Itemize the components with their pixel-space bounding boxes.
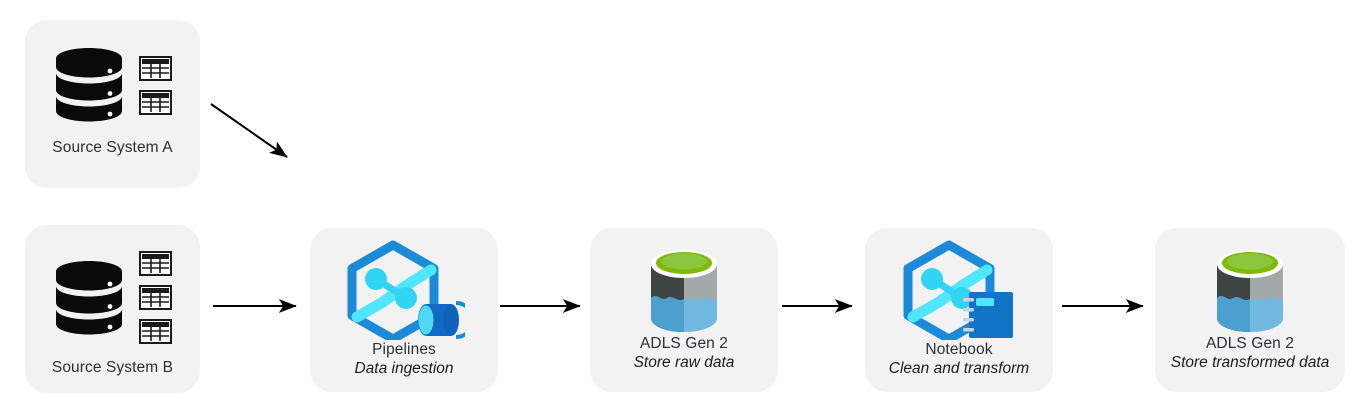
node-adls-gen2-transformed[interactable]: ADLS Gen 2 Store transformed data	[1155, 228, 1345, 392]
database-cylinder-icon	[56, 48, 122, 122]
node-pipelines[interactable]: Pipelines Data ingestion	[310, 228, 498, 392]
node-subtitle: Clean and transform	[888, 360, 1030, 378]
node-label-group: Source System A	[25, 138, 200, 157]
database-tables-icon	[53, 46, 172, 124]
node-label-group: ADLS Gen 2 Store transformed data	[1155, 334, 1345, 373]
node-title: Source System A	[52, 139, 173, 156]
node-title: Pipelines	[372, 341, 436, 358]
node-title: Source System B	[51, 359, 174, 376]
connector-source-a-to-pipelines	[210, 103, 288, 158]
data-lake-storage-icon	[645, 248, 723, 334]
table-icon	[139, 89, 172, 115]
node-title: ADLS Gen 2	[639, 335, 729, 352]
node-source-system-b[interactable]: Source System B	[25, 225, 200, 393]
node-label-group: ADLS Gen 2 Store raw data	[590, 334, 778, 373]
node-title: Notebook	[925, 341, 993, 358]
synapse-pipeline-icon	[343, 240, 465, 340]
node-subtitle: Store transformed data	[1170, 354, 1330, 372]
table-icons-group	[139, 55, 172, 115]
table-icon	[139, 251, 172, 276]
table-icon	[139, 55, 172, 81]
node-title: ADLS Gen 2	[1205, 335, 1295, 352]
node-source-system-a[interactable]: Source System A	[25, 20, 200, 188]
data-lake-storage-icon	[1211, 248, 1289, 334]
table-icon	[139, 285, 172, 310]
node-label-group: Notebook Clean and transform	[865, 340, 1053, 379]
database-cylinder-icon	[56, 260, 122, 334]
synapse-notebook-icon	[899, 240, 1019, 340]
node-subtitle: Data ingestion	[354, 360, 454, 378]
node-label-group: Source System B	[25, 358, 200, 377]
table-icon	[139, 319, 172, 344]
table-icons-group	[139, 251, 172, 344]
node-adls-gen2-raw[interactable]: ADLS Gen 2 Store raw data	[590, 228, 778, 392]
node-notebook[interactable]: Notebook Clean and transform	[865, 228, 1053, 392]
database-tables-icon	[53, 251, 172, 344]
node-label-group: Pipelines Data ingestion	[310, 340, 498, 379]
node-subtitle: Store raw data	[633, 354, 735, 372]
